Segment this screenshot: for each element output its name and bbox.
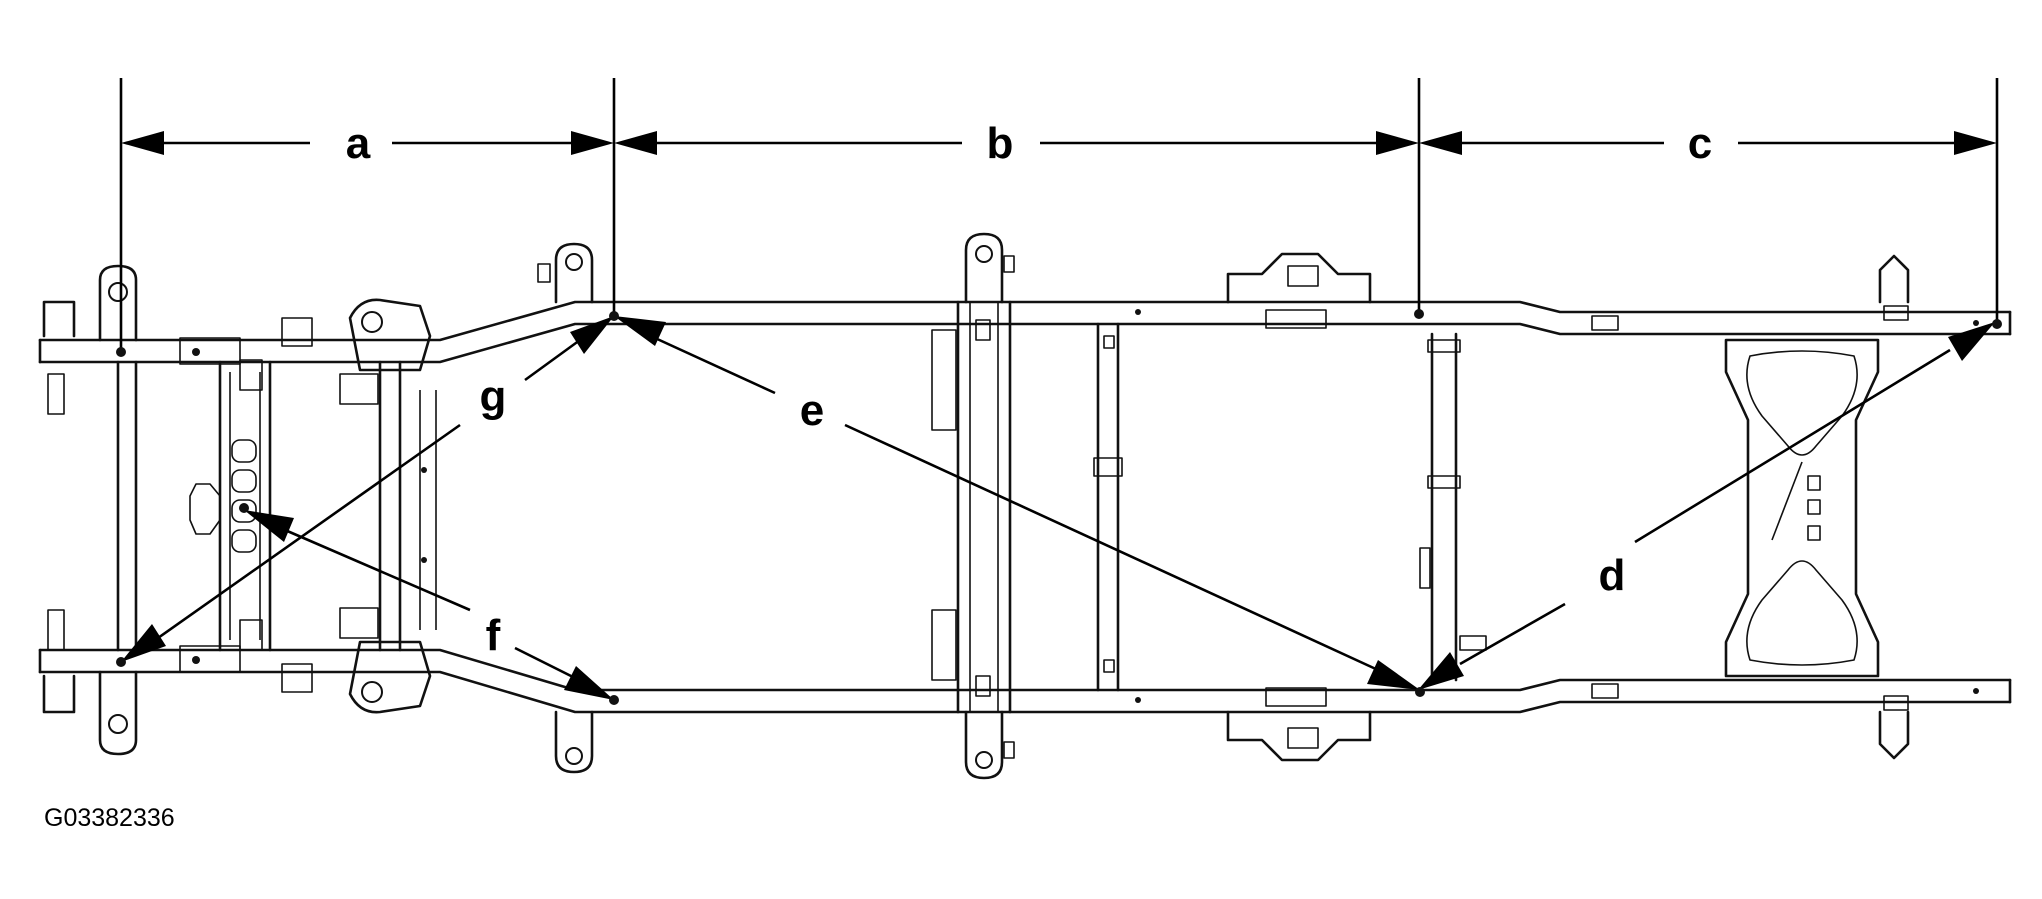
measurement-point bbox=[1414, 309, 1424, 319]
arrow-head bbox=[564, 666, 614, 700]
figure-id: G03382336 bbox=[44, 804, 175, 832]
diagonal-line-f-left bbox=[284, 528, 471, 612]
measurement-point bbox=[116, 347, 126, 357]
arrow-head bbox=[570, 316, 614, 354]
arrow-head bbox=[1948, 322, 1995, 361]
diagonal-line-d-lower bbox=[1459, 602, 1566, 666]
arrow-head bbox=[1954, 131, 1997, 155]
arrow-head bbox=[571, 131, 614, 155]
arrow-head bbox=[1418, 652, 1464, 690]
diagonal-line-g-upper bbox=[524, 338, 581, 382]
arrow-head bbox=[244, 510, 294, 542]
dimension-label-c: c bbox=[1688, 119, 1712, 168]
measurement-point bbox=[609, 695, 619, 705]
arrow-head bbox=[1376, 131, 1419, 155]
diagonal-label-d: d bbox=[1599, 551, 1626, 600]
arrow-head bbox=[121, 624, 166, 662]
arrow-head bbox=[1367, 660, 1420, 690]
measurement-point bbox=[1415, 687, 1425, 697]
diagonal-measurements bbox=[116, 309, 2002, 705]
arrow-head bbox=[1419, 131, 1462, 155]
diagonal-line-e-right bbox=[844, 423, 1379, 672]
diagonal-line-f-right bbox=[514, 646, 576, 680]
arrow-head bbox=[614, 316, 666, 346]
arrow-head bbox=[614, 131, 657, 155]
vehicle-frame bbox=[38, 232, 2012, 780]
measurement-point bbox=[116, 657, 126, 667]
measurement-point bbox=[1992, 319, 2002, 329]
diagonal-label-e: e bbox=[800, 386, 824, 435]
dimension-lines bbox=[119, 78, 1999, 352]
diagonal-line-e-left bbox=[654, 336, 776, 395]
measurement-point bbox=[609, 311, 619, 321]
dimension-label-b: b bbox=[987, 119, 1014, 168]
diagonal-line-d-upper bbox=[1634, 348, 1951, 544]
diagonal-label-g: g bbox=[480, 372, 507, 421]
diagonal-line-g-lower bbox=[157, 423, 461, 640]
arrow-head bbox=[121, 131, 164, 155]
measurement-point bbox=[239, 503, 249, 513]
diagonal-label-f: f bbox=[486, 611, 501, 660]
dimension-label-a: a bbox=[346, 119, 371, 168]
